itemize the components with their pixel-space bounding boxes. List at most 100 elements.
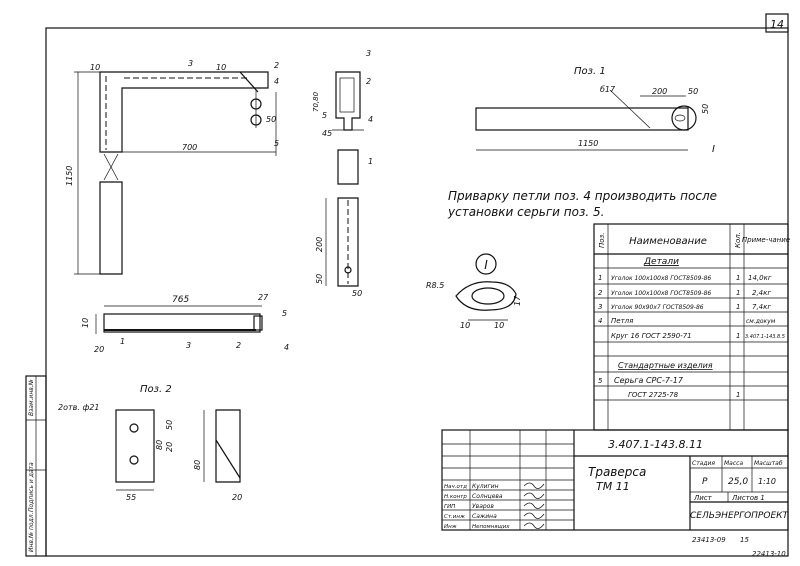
dim-2c: 2 xyxy=(236,341,241,350)
sig-role-5: Инж xyxy=(444,524,457,530)
spec-row6-pos: 5 xyxy=(598,377,603,385)
spec-row3-qty: 1 xyxy=(736,303,740,311)
spec-row5-note: 3.407.1-143.8.5 xyxy=(745,334,785,340)
sheet-number-box xyxy=(765,13,789,33)
dim-5a: 5 xyxy=(274,139,279,148)
scale-value: 1:10 xyxy=(758,477,776,486)
dim-10b: 10 xyxy=(216,63,226,72)
dim-50e: 50 xyxy=(701,104,710,114)
spec-row1-pos: 1 xyxy=(598,274,602,282)
title-block: 3.407.1-143.8.11 Траверса ТМ 11 Стадия М… xyxy=(441,429,790,531)
dim-b17: б17 xyxy=(600,85,616,94)
stamp-number: 23413-09 xyxy=(692,536,726,544)
dim-765: 765 xyxy=(172,295,189,305)
sig-name-3: Уваров xyxy=(472,503,494,510)
dim-3c: 3 xyxy=(186,341,191,350)
detail-mark: I xyxy=(484,258,488,272)
organization: СЕЛЬЭНЕРГОПРОЕКТ xyxy=(690,511,790,521)
spec-row5-qty: 1 xyxy=(736,332,740,340)
sig-role-2: Н.контр xyxy=(444,494,467,500)
title-line-1: Траверса xyxy=(588,465,646,479)
scale-header: Масштаб xyxy=(754,460,783,467)
spec-row3-pos: 3 xyxy=(598,303,602,311)
sheets-label: Листов 1 xyxy=(731,494,765,502)
spec-row7-name: ГОСТ 2725-78 xyxy=(628,391,679,399)
dim-5b: 5 xyxy=(322,111,327,120)
spec-row2-name: Уголок 100х100х8 ГОСТ8509-86 xyxy=(611,290,711,297)
side-label-3: Взам.инв.№ xyxy=(28,379,35,416)
dim-1150v: 1150 xyxy=(65,166,74,186)
dim-20b: 20 xyxy=(165,442,174,452)
spec-row6-name: Серьга СРС-7-17 xyxy=(614,376,684,385)
sig-name-2: Солнцева xyxy=(472,493,503,500)
poz2-view: Поз. 2 2отв. ф21 50 20 80 55 80 20 xyxy=(58,384,242,502)
dim-17b: 17 xyxy=(513,295,522,306)
spec-row3-name: Уголок 90х90х7 ГОСТ8509-86 xyxy=(611,304,704,311)
corner-code: 22413-10 xyxy=(752,550,786,558)
stamp-page: 15 xyxy=(740,536,749,544)
dim-70: 70,80 xyxy=(312,91,320,112)
sig-role-1: Нач.отд xyxy=(444,484,467,490)
dim-700: 700 xyxy=(182,143,197,152)
dim-55: 55 xyxy=(126,493,136,502)
spec-row4-name: Петля xyxy=(611,317,633,325)
dim-3a: 3 xyxy=(188,59,193,68)
sheet-label: Лист xyxy=(693,494,713,502)
dim-50d: 50 xyxy=(688,87,698,96)
spec-row2-note: 2,4кг xyxy=(752,289,771,297)
side-view: 3 2 45 5 4 1 70,80 200 50 50 xyxy=(312,49,373,298)
mass-header: Масса xyxy=(724,460,743,467)
sig-name-1: Кулигин xyxy=(472,483,499,490)
poz1-view: Поз. 1 б17 200 50 50 1150 I xyxy=(475,66,715,155)
dim-4c: 4 xyxy=(284,343,289,352)
spec-row1-name: Уголок 100х100х8 ГОСТ8509-86 xyxy=(611,275,711,282)
dim-80b: 80 xyxy=(193,460,202,470)
spec-row4-note: см.докум xyxy=(746,318,776,325)
sig-name-5: Непомнящих xyxy=(472,524,510,530)
mass-value: 25,0 xyxy=(728,477,748,487)
spec-row2-pos: 2 xyxy=(598,289,603,297)
dim-50c: 50 xyxy=(352,289,362,298)
sheet-number: 14 xyxy=(770,18,784,31)
spec-table: Поз. Наименование Кол. Приме-чание Детал… xyxy=(593,223,790,431)
spec-row5-name: Круг 16 ГОСТ 2590-71 xyxy=(611,332,692,340)
dim-27: 27 xyxy=(258,293,269,302)
dim-45: 45 xyxy=(322,129,332,138)
side-label-2: Подпись и дата xyxy=(28,462,35,512)
stage-header: Стадия xyxy=(692,460,715,467)
dim-20a: 20 xyxy=(94,345,104,354)
spec-header-pos: Поз. xyxy=(598,233,606,249)
spec-header-qty: Кол. xyxy=(734,232,742,248)
dim-10d: 10 xyxy=(460,321,470,330)
plan-view: 765 27 5 10 20 1 3 2 4 xyxy=(81,293,289,354)
side-strip: Инв.№ подл. Подпись и дата Взам.инв.№ xyxy=(25,375,47,557)
spec-row1-qty: 1 xyxy=(736,274,740,282)
spec-section-standard: Стандартные изделия xyxy=(618,361,713,370)
note-line-1: Приварку петли поз. 4 производить после xyxy=(448,189,717,203)
dim-200h: 200 xyxy=(652,87,667,96)
dim-1b: 1 xyxy=(120,337,125,346)
spec-row4-pos: 4 xyxy=(598,317,602,325)
sig-name-4: Сажина xyxy=(472,513,497,520)
spec-header-name: Наименование xyxy=(629,236,707,247)
sig-role-3: ГИП xyxy=(444,504,455,510)
dim-R: R8.5 xyxy=(426,281,444,290)
title-line-2: ТМ 11 xyxy=(596,480,630,493)
sig-role-4: Ст.инж xyxy=(444,514,465,520)
spec-row3-note: 7,4кг xyxy=(752,303,771,311)
side-label-1: Инв.№ подл. xyxy=(28,512,35,552)
dim-80a: 80 xyxy=(155,440,164,450)
detail-circle-small xyxy=(671,105,697,131)
dim-1a: 1 xyxy=(368,157,373,166)
spec-section-details: Детали xyxy=(643,257,679,267)
signature-scribble-2 xyxy=(523,492,545,499)
document-code: 3.407.1-143.8.11 xyxy=(608,438,703,451)
poz2-title: Поз. 2 xyxy=(140,384,172,395)
dim-1150h: 1150 xyxy=(578,139,598,148)
dim-4a: 4 xyxy=(274,77,279,86)
dim-20c: 20 xyxy=(232,493,242,502)
signature-scribble-4 xyxy=(523,512,545,519)
detail-I: I R8.5 17 10 10 xyxy=(426,253,522,330)
dim-10c: 10 xyxy=(81,318,90,328)
